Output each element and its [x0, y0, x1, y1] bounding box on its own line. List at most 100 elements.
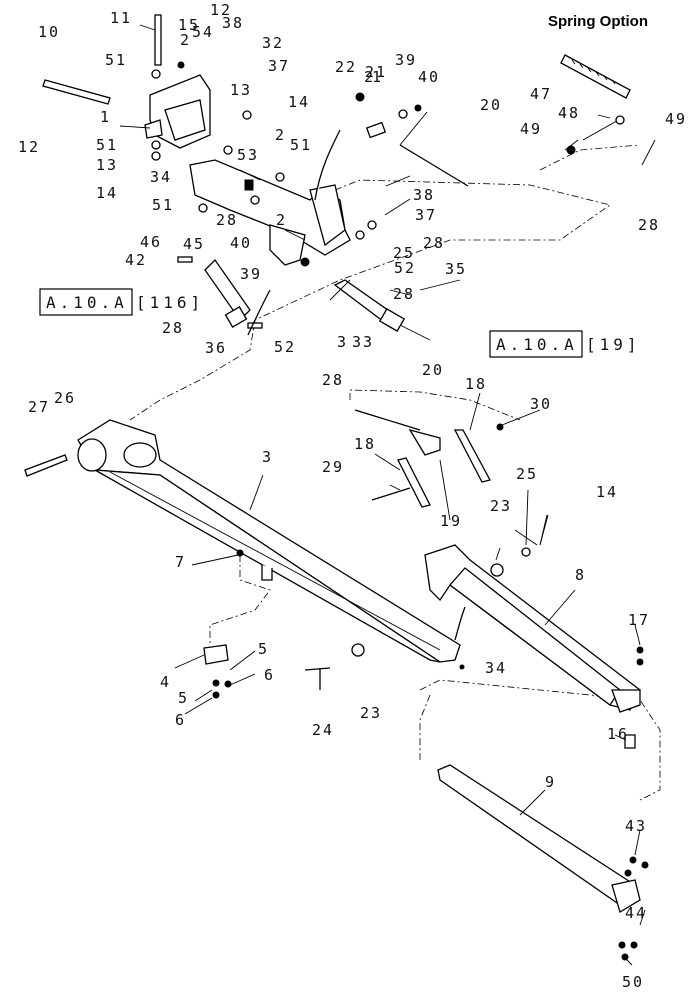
callout-42: 42	[125, 251, 147, 269]
callout-5-2: 5	[258, 640, 269, 658]
callout-28-6: 28	[216, 211, 238, 229]
callout-37: 37	[415, 206, 437, 224]
callout-40-2: 40	[230, 234, 252, 252]
callout-11: 11	[110, 9, 132, 27]
callout-14-2: 14	[96, 184, 118, 202]
reference-box-frame	[39, 288, 133, 316]
callout-7: 7	[175, 553, 186, 571]
secondary-arm	[424, 544, 641, 713]
callout-18: 18	[465, 375, 487, 393]
callout-33: 33	[352, 333, 374, 351]
callout-36: 36	[205, 339, 227, 357]
callout-28: 28	[393, 285, 415, 303]
callout-28-2: 28	[423, 234, 445, 252]
callout-51-2: 51	[96, 136, 118, 154]
callout-28-5: 28	[322, 371, 344, 389]
reference-2: A.10.A [19]	[489, 330, 641, 358]
reference-box-frame	[489, 330, 583, 358]
callout-30: 30	[530, 395, 552, 413]
callout-46: 46	[140, 233, 162, 251]
callout-34: 34	[150, 168, 172, 186]
reference-box-suffix: [19]	[586, 335, 641, 354]
callout-19: 19	[440, 512, 462, 530]
callout-23-2: 23	[360, 704, 382, 722]
callout-14-3: 14	[596, 483, 618, 501]
callout-26: 26	[54, 389, 76, 407]
callout-25-2: 25	[516, 465, 538, 483]
callout-35: 35	[445, 260, 467, 278]
callout-49: 49	[665, 110, 687, 128]
callout-18-2: 18	[354, 435, 376, 453]
small-parts	[24, 14, 649, 961]
callout-20: 20	[480, 96, 502, 114]
callout-51-3: 51	[290, 136, 312, 154]
callout-14: 14	[288, 93, 310, 111]
callout-48: 48	[558, 104, 580, 122]
callout-6-2: 6	[264, 666, 275, 684]
callout-44: 44	[625, 904, 647, 922]
callout-32: 32	[262, 34, 284, 52]
callout-17: 17	[628, 611, 650, 629]
reference-box-code: A.10.A	[496, 335, 578, 354]
callout-1: 1	[100, 108, 111, 126]
spring-option	[560, 54, 631, 141]
lower-arm	[437, 764, 641, 913]
callout-50: 50	[622, 973, 644, 991]
callout-27: 27	[28, 398, 50, 416]
callout-37-2: 37	[268, 57, 290, 75]
callout-45: 45	[183, 235, 205, 253]
main-frame	[189, 159, 351, 266]
leader-lines	[119, 24, 656, 966]
callout-3-2: 3	[337, 333, 348, 351]
reference-layer: A.10.A [116] A.10.A [19]	[39, 288, 641, 358]
mounting-bracket	[144, 74, 211, 149]
callout-40: 40	[418, 68, 440, 86]
callout-12-2: 12	[18, 138, 40, 156]
callout-39: 39	[395, 51, 417, 69]
callout-52: 52	[394, 259, 416, 277]
callout-25: 25	[393, 244, 415, 262]
callout-2-3: 2	[276, 211, 287, 229]
callout-24: 24	[312, 721, 334, 739]
hydraulic-cylinders	[204, 258, 406, 332]
callout-5: 5	[178, 689, 189, 707]
reference-box-suffix: [116]	[136, 293, 204, 312]
callout-43: 43	[625, 817, 647, 835]
callout-39-2: 39	[240, 265, 262, 283]
reference-1: A.10.A [116]	[39, 288, 204, 316]
callout-28-4: 28	[162, 319, 184, 337]
reference-box-code: A.10.A	[46, 293, 128, 312]
callout-51: 51	[105, 51, 127, 69]
callout-2-4: 2	[364, 68, 375, 86]
callout-13: 13	[230, 81, 252, 99]
callout-2-2: 2	[275, 126, 286, 144]
callout-49-2: 49	[520, 120, 542, 138]
callout-10: 10	[38, 23, 60, 41]
callout-54: 54	[192, 23, 214, 41]
callout-53: 53	[237, 146, 259, 164]
callout-51-4: 51	[152, 196, 174, 214]
spring-option-title: Spring Option	[548, 13, 648, 30]
callout-38: 38	[222, 14, 244, 32]
callout-22: 22	[335, 58, 357, 76]
callout-4: 4	[160, 673, 171, 691]
callout-21: 21	[365, 63, 387, 81]
callout-2: 2	[180, 31, 191, 49]
callout-3: 3	[262, 448, 273, 466]
callout-23: 23	[490, 497, 512, 515]
callout-9: 9	[545, 773, 556, 791]
callout-1-2: 1	[372, 68, 383, 86]
callout-13-2: 13	[96, 156, 118, 174]
callout-6: 6	[175, 711, 186, 729]
main-arm	[77, 419, 461, 663]
callout-16: 16	[607, 725, 629, 743]
callout-34-2: 34	[485, 659, 507, 677]
callout-29: 29	[322, 458, 344, 476]
callout-12: 12	[210, 1, 232, 19]
callout-28-3: 28	[638, 216, 660, 234]
callout-15: 15	[178, 16, 200, 34]
callout-8: 8	[575, 566, 586, 584]
